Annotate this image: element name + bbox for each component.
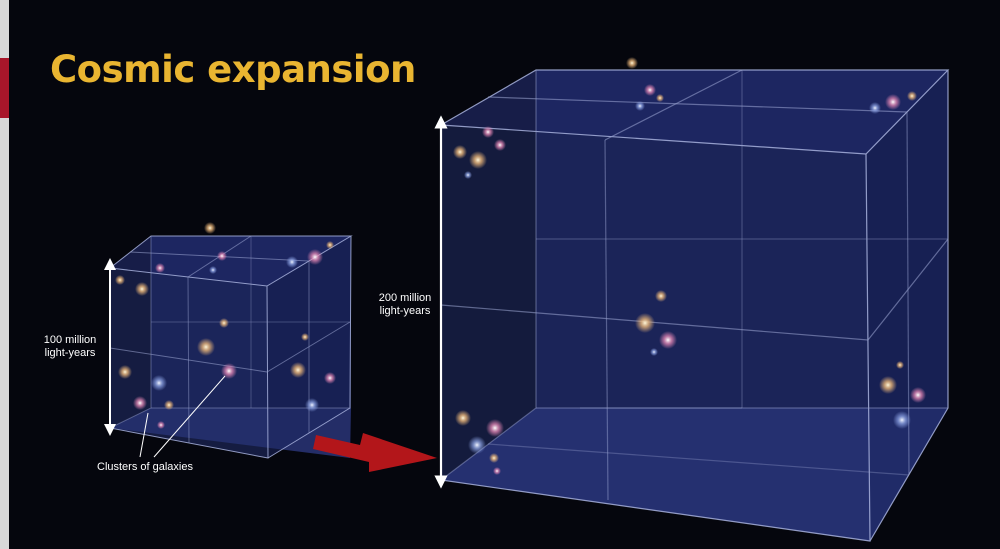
clusters-of-galaxies-label: Clusters of galaxies: [97, 461, 193, 473]
clusters-pointer-lines: [139, 375, 226, 458]
page-title: Cosmic expansion: [50, 48, 416, 91]
large-cube-front-face: [441, 125, 870, 541]
large-cube: [438, 69, 950, 542]
large-cube-size-label: 200 million light-years: [378, 292, 432, 317]
large-cube-top-face: [441, 70, 948, 154]
small-cube-size-label: 100 million light-years: [43, 334, 97, 359]
page-edge-strip: [0, 0, 9, 549]
galaxy-cluster-icon: [453, 57, 926, 475]
expansion-arrow-icon: [313, 433, 437, 472]
small-cube-top-face: [110, 236, 351, 286]
small-cube-front-face: [110, 268, 268, 458]
galaxy-cluster-icon: [115, 222, 336, 429]
page-edge-bookmark: [0, 58, 9, 118]
large-cube-right-face: [866, 70, 948, 541]
